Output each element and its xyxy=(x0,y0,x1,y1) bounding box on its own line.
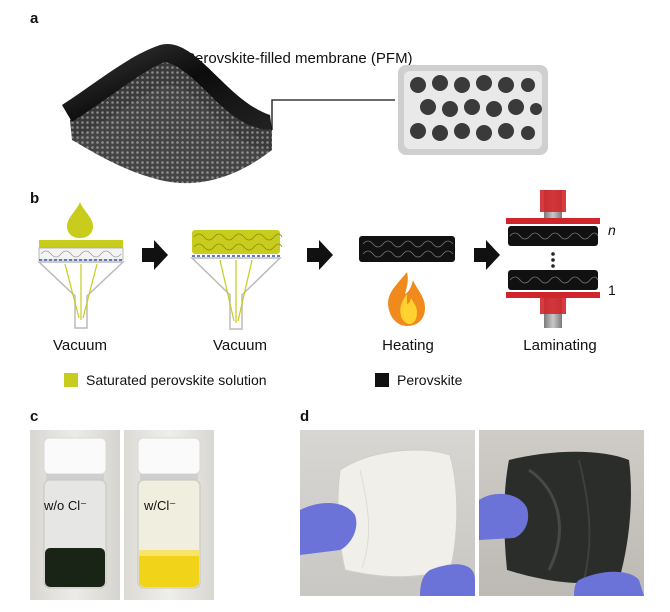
stack-top-label: n xyxy=(608,222,616,238)
stack-bottom-label: 1 xyxy=(608,282,616,298)
porous-structure-illustration xyxy=(398,65,548,155)
step-caption-4: Laminating xyxy=(523,337,597,354)
step2-funnel-illustration xyxy=(190,230,283,330)
glove-right-black xyxy=(574,571,644,596)
membrane-photo-white xyxy=(300,430,475,596)
step-caption-2: Vacuum xyxy=(213,337,267,354)
membrane-photo-black xyxy=(479,430,644,596)
vial-photo-without-cl: w/o Cl⁻ xyxy=(30,430,120,600)
legend-swatch-perovskite xyxy=(375,373,389,387)
glove-left xyxy=(300,503,357,555)
glove-right xyxy=(420,564,475,596)
step1-funnel-illustration xyxy=(37,202,125,329)
step-caption-1: Vacuum xyxy=(53,337,107,354)
panel-label-b: b xyxy=(30,190,40,207)
legend-swatch-solution xyxy=(64,373,78,387)
flame-icon xyxy=(388,272,425,326)
step-caption-3: Heating xyxy=(382,337,434,354)
legend-label-perovskite: Perovskite xyxy=(397,372,463,388)
legend-label-solution: Saturated perovskite solution xyxy=(86,372,267,388)
vial-photo-with-cl: w/Cl⁻ xyxy=(124,430,214,600)
step-arrow-2 xyxy=(307,240,333,270)
step4-lamination-illustration xyxy=(506,190,600,328)
vial-label-with-cl: w/Cl⁻ xyxy=(144,498,177,513)
legend-solution: Saturated perovskite solution xyxy=(64,372,267,388)
legend-perovskite: Perovskite xyxy=(375,372,462,388)
step3-heating-illustration xyxy=(359,236,455,326)
membrane-illustration xyxy=(62,43,395,184)
step-arrow-1 xyxy=(142,240,168,270)
vial-label-without-cl: w/o Cl⁻ xyxy=(44,498,87,513)
pfm-title: Perovskite-filled membrane (PFM) xyxy=(185,50,413,67)
glove-left-black xyxy=(479,493,529,540)
panel-label-c: c xyxy=(30,408,39,425)
panel-label-d: d xyxy=(300,408,310,425)
panel-label-a: a xyxy=(30,10,39,27)
step-arrow-3 xyxy=(474,240,500,270)
